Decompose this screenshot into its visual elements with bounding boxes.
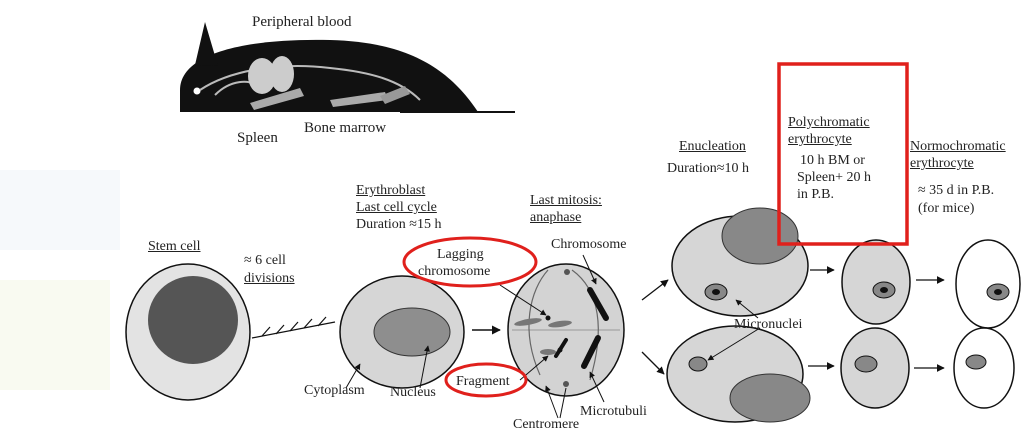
label-stem-cell: Stem cell bbox=[148, 238, 201, 255]
label-erythroblast-duration: Duration ≈15 h bbox=[356, 216, 441, 233]
enucleation-cell-top bbox=[672, 208, 808, 316]
division-arrows bbox=[252, 317, 335, 338]
label-peripheral-blood: Peripheral blood bbox=[252, 14, 352, 31]
label-divisions-2: divisions bbox=[244, 270, 295, 287]
stem-cell bbox=[126, 264, 250, 400]
label-cytoplasm: Cytoplasm bbox=[304, 382, 365, 399]
normochromatic-cell-top bbox=[956, 240, 1020, 328]
arrow-down-enucleation bbox=[642, 352, 664, 374]
label-centromere: Centromere bbox=[513, 416, 579, 433]
label-normo-species: (for mice) bbox=[918, 200, 974, 217]
label-fragment: Fragment bbox=[456, 373, 510, 390]
label-spleen: Spleen bbox=[237, 130, 278, 147]
label-bone-marrow: Bone marrow bbox=[304, 120, 386, 137]
label-erythroblast: Erythroblast bbox=[356, 182, 425, 199]
label-last-cell-cycle: Last cell cycle bbox=[356, 199, 437, 216]
arrow-up-enucleation bbox=[642, 280, 668, 300]
label-poly-time-1: 10 h BM or bbox=[800, 152, 865, 169]
label-poly-time-2: Spleen+ 20 h bbox=[797, 169, 871, 186]
label-last-mitosis: Last mitosis: bbox=[530, 192, 602, 209]
mouse-illustration bbox=[180, 22, 515, 112]
label-poly-erythrocyte: erythrocyte bbox=[788, 131, 852, 148]
label-chromosome: Chromosome bbox=[551, 236, 626, 253]
label-enucleation: Enucleation bbox=[679, 138, 746, 155]
label-divisions-1: ≈ 6 cell bbox=[244, 252, 286, 269]
label-anaphase: anaphase bbox=[530, 209, 581, 226]
label-micronuclei: Micronuclei bbox=[734, 316, 802, 333]
polychromatic-cell-top bbox=[842, 240, 910, 324]
label-lagging: Lagging bbox=[437, 246, 484, 263]
normochromatic-cell-bottom bbox=[954, 328, 1014, 408]
label-normo-erythrocyte: erythrocyte bbox=[910, 155, 974, 172]
polychromatic-cell-bottom bbox=[841, 328, 909, 408]
label-lagging-chromosome: chromosome bbox=[418, 263, 490, 280]
watermark bbox=[0, 170, 120, 390]
erythroblast-cell bbox=[340, 276, 464, 388]
label-nucleus: Nucleus bbox=[390, 384, 436, 401]
enucleation-cell-bottom bbox=[667, 326, 810, 422]
label-enucleation-duration: Duration≈10 h bbox=[667, 160, 749, 177]
label-microtubuli: Microtubuli bbox=[580, 403, 647, 420]
label-normo-time: ≈ 35 d in P.B. bbox=[918, 182, 994, 199]
label-poly-time-3: in P.B. bbox=[797, 186, 834, 203]
label-polychromatic: Polychromatic bbox=[788, 114, 870, 131]
label-normochromatic: Normochromatic bbox=[910, 138, 1006, 155]
